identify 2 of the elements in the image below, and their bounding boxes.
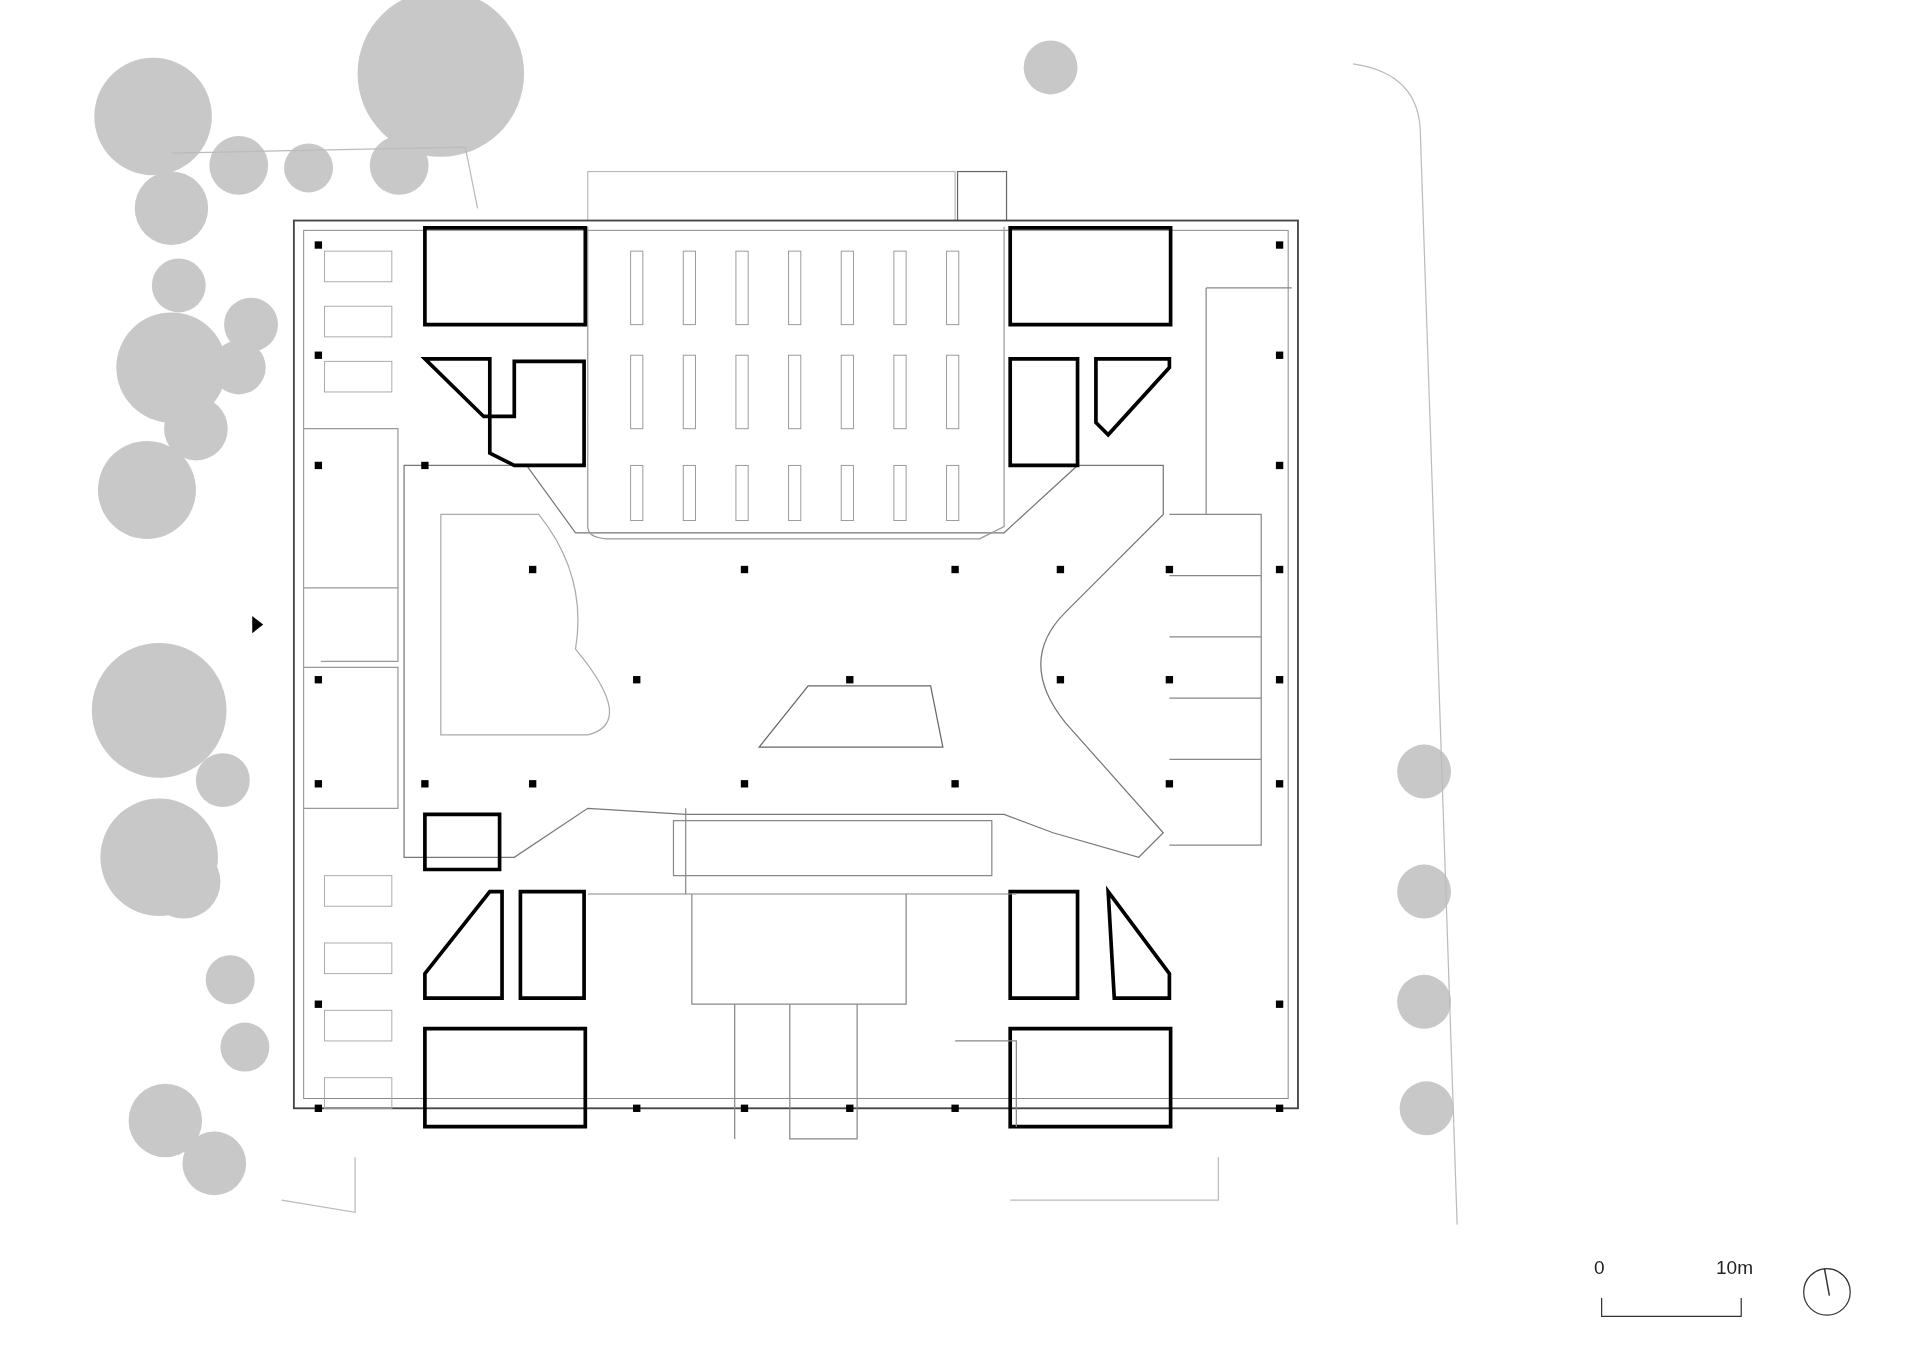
scale-label: 10m <box>1716 1258 1753 1277</box>
scale-label: 0 <box>1594 1258 1605 1277</box>
